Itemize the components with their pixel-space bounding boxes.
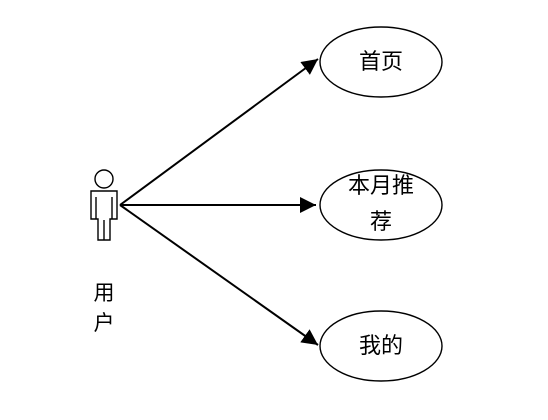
use-case-mine[interactable]: 我的 bbox=[319, 310, 443, 382]
actor-label-line-2: 户 bbox=[94, 311, 115, 335]
actor-label-line-1: 用 bbox=[94, 281, 115, 305]
use-case-monthly-recommendation[interactable]: 本月推 荐 bbox=[319, 169, 443, 241]
use-case-monthly-recommendation-label-line-1: 本月推 bbox=[348, 174, 414, 199]
association-arrow-mine bbox=[119, 204, 319, 346]
use-case-monthly-recommendation-label-line-2: 荐 bbox=[370, 210, 392, 235]
use-case-home[interactable]: 首页 bbox=[319, 26, 443, 98]
use-case-home-label: 首页 bbox=[359, 50, 403, 75]
person-icon bbox=[90, 169, 118, 241]
association-arrow-home bbox=[119, 58, 319, 206]
use-case-mine-label: 我的 bbox=[359, 334, 403, 359]
